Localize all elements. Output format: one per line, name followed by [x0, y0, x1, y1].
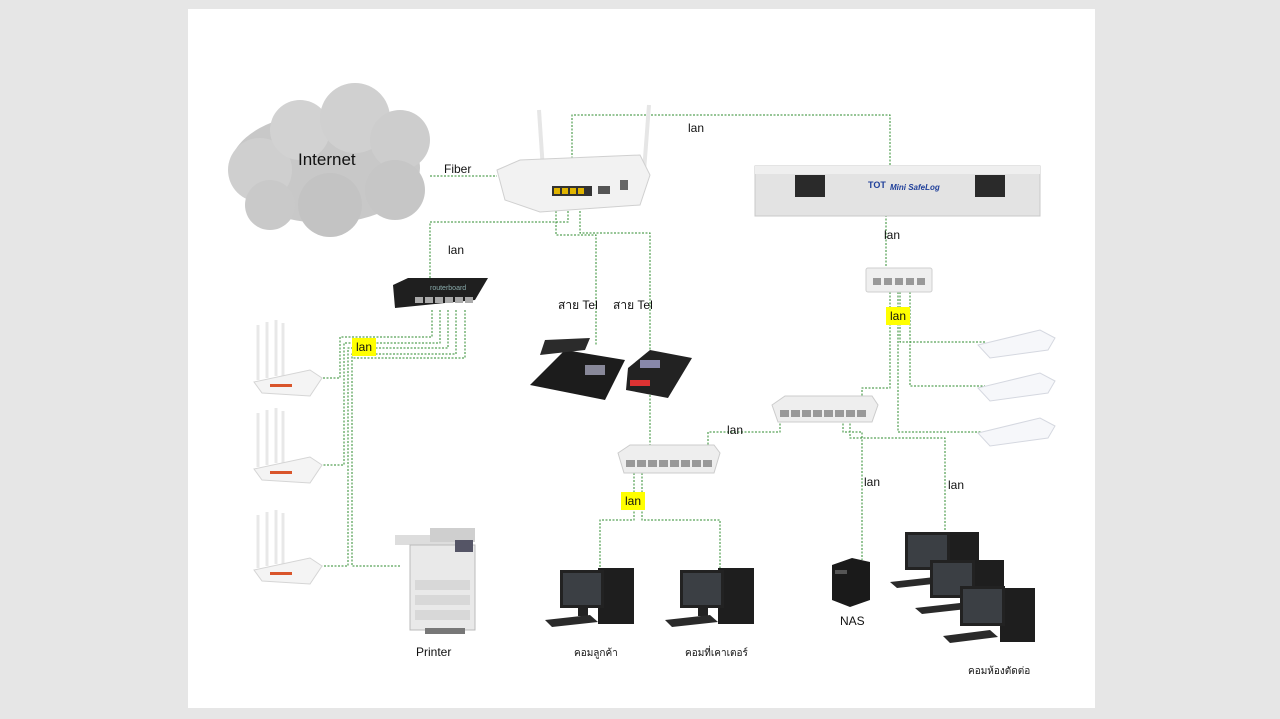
tel-wire-1 — [555, 190, 597, 345]
printer — [395, 528, 476, 634]
lan-label-safelog-switch: lan — [884, 228, 901, 242]
rb-wire-5 — [353, 310, 466, 359]
lan-label-nas: lan — [864, 475, 881, 489]
switch-mid-wire — [861, 292, 891, 398]
nas-wire — [842, 420, 863, 560]
modem-safelog-wire — [571, 114, 891, 190]
tel-wire-2 — [579, 190, 651, 362]
safelog-appliance: Mini SafeLog TOT — [754, 165, 1041, 217]
switch-left — [617, 444, 721, 474]
pc-room-3 — [943, 586, 1035, 643]
rb-wire-2 — [322, 310, 441, 466]
ap-wire-2 — [909, 292, 985, 387]
lan-highlight-pc: lan — [621, 492, 646, 510]
pc-customer-label: คอมลูกค้า — [574, 648, 618, 659]
fiber-label: Fiber — [444, 162, 472, 176]
access-point-3 — [977, 417, 1056, 447]
pc-counter — [665, 568, 754, 627]
ip-phone — [530, 338, 625, 400]
lan-label-room: lan — [948, 478, 965, 492]
rb-wire-1 — [322, 310, 433, 379]
lan-highlight-rb: lan — [352, 338, 377, 356]
pc-counter-label: คอมที่เคาเตอร์ — [685, 648, 748, 659]
lan-label-switch-left: lan — [727, 423, 744, 437]
access-point-2 — [977, 372, 1056, 402]
pc-wire-1 — [599, 473, 635, 570]
wires — [322, 114, 985, 570]
wifi-router-3 — [253, 510, 323, 585]
routerboard: routerboard — [393, 278, 488, 308]
printer-label: Printer — [416, 645, 452, 659]
switch-middle — [771, 395, 879, 423]
ap-wire-1 — [899, 292, 985, 343]
tel-label-2: สาย Tel — [613, 298, 653, 312]
svg-text:TOT: TOT — [868, 180, 886, 190]
routerboard-brand: routerboard — [430, 285, 466, 292]
internet-cloud: Internet — [228, 83, 430, 237]
lan-label-modem-rb: lan — [448, 243, 465, 257]
rb-wire-3 — [322, 310, 449, 567]
ap-wire-3 — [897, 292, 985, 433]
internet-label: Internet — [298, 150, 356, 169]
room-wire — [849, 420, 946, 530]
safelog-brand: Mini SafeLog — [890, 183, 940, 192]
wifi-router-1 — [253, 320, 323, 397]
pc-wire-2 — [641, 473, 721, 570]
fiber-modem — [496, 104, 651, 213]
lan-highlight-ap: lan — [886, 307, 911, 325]
switch-left-wire — [707, 420, 781, 453]
nas-device — [832, 558, 870, 607]
wifi-router-2 — [253, 408, 323, 484]
access-point-1 — [977, 329, 1056, 359]
pc-customer — [545, 568, 634, 627]
network-diagram: Internet Mini SafeLog TOT rou — [228, 83, 1056, 643]
tel-label-1: สาย Tel — [558, 298, 598, 312]
switch-top — [865, 267, 933, 293]
pc-room-label: คอมห้องตัดต่อ — [968, 666, 1031, 677]
nas-label: NAS — [840, 614, 865, 628]
diagram-canvas: Internet Mini SafeLog TOT rou — [188, 9, 1095, 708]
lan-label-modem-safelog: lan — [688, 121, 705, 135]
card-terminal — [626, 350, 692, 398]
